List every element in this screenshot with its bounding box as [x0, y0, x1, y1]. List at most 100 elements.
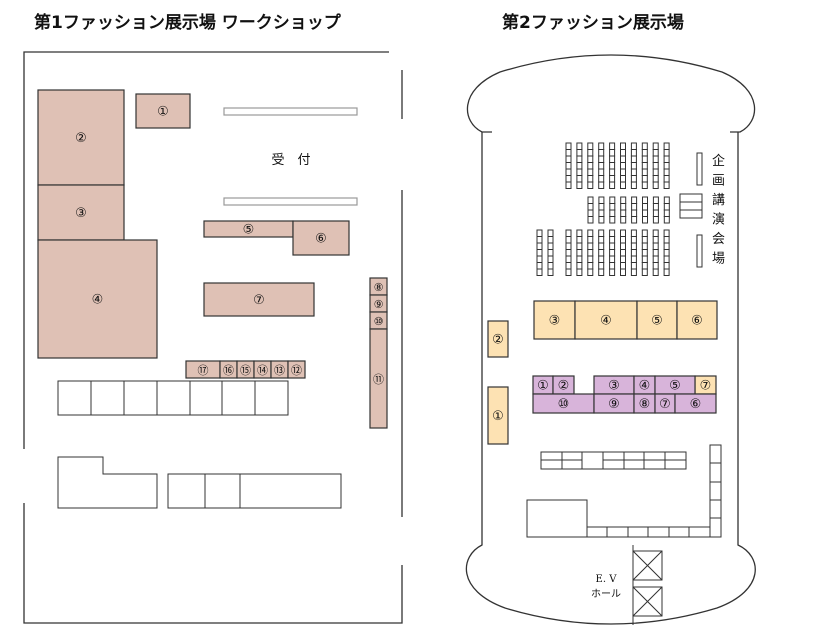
seat — [576, 242, 583, 250]
seat — [652, 203, 659, 211]
seat — [598, 255, 605, 263]
hall1-booth[interactable]: ④ — [37, 239, 158, 359]
seat — [641, 149, 648, 157]
hall2-orange-booth[interactable]: ⑦ — [694, 375, 717, 395]
hall2-purple-booth[interactable]: ⑥ — [674, 393, 717, 414]
ev-hall-label: ホール — [591, 588, 621, 600]
seat — [642, 203, 648, 211]
booth-number: ⑤ — [651, 314, 663, 329]
hall2-purple-booth[interactable]: ⑤ — [654, 375, 696, 395]
seat — [631, 216, 638, 224]
hall2-purple-booth[interactable]: ⑩ — [532, 393, 595, 414]
seat — [620, 262, 626, 270]
booth-number: ⑨ — [374, 298, 384, 311]
seat — [620, 249, 626, 257]
seat — [587, 236, 594, 244]
hall1-booth[interactable]: ⑰ — [185, 360, 221, 379]
booth-area — [574, 300, 638, 340]
hall2-purple-booth[interactable]: ④ — [633, 375, 656, 395]
seat — [587, 268, 594, 276]
seat — [576, 229, 583, 237]
hall1-booth[interactable]: ⑪ — [369, 328, 388, 429]
seat — [641, 262, 648, 270]
seat — [587, 149, 594, 157]
hall2-orange-booth[interactable]: ① — [487, 386, 509, 445]
hall1-booth[interactable]: ⑫ — [287, 360, 306, 379]
seat — [663, 196, 670, 204]
seat — [641, 229, 648, 237]
hall2-orange-booth[interactable]: ⑤ — [636, 300, 678, 340]
booth-number: ⑩ — [558, 397, 570, 412]
booth-area — [37, 89, 125, 186]
seat — [631, 196, 638, 204]
booth-number: ① — [157, 105, 169, 120]
seat — [620, 175, 626, 183]
hall1-booth[interactable]: ⑨ — [369, 294, 388, 313]
hall1-booth[interactable]: ⑦ — [203, 282, 315, 317]
hall2-orange-booth[interactable]: ② — [487, 320, 509, 358]
seat — [620, 255, 626, 263]
booth-area — [37, 239, 158, 359]
hall1-booth[interactable]: ⑬ — [270, 360, 289, 379]
hall1-booth[interactable]: ⑧ — [369, 277, 388, 296]
booth-area — [292, 220, 350, 256]
booth-number: ⑦ — [700, 379, 712, 394]
booth-number: ② — [558, 379, 570, 394]
seat — [663, 236, 670, 244]
hall1-booth[interactable]: ⑩ — [369, 311, 388, 330]
lecture-hall-label-char: 画 — [712, 174, 725, 189]
seat — [620, 268, 626, 276]
seat — [641, 155, 648, 163]
seat — [587, 242, 594, 250]
hall1-booth[interactable]: ⑭ — [253, 360, 272, 379]
hall1-booth[interactable]: ⑤ — [203, 220, 294, 238]
seat — [609, 168, 616, 176]
seat — [663, 262, 670, 270]
seat — [630, 236, 637, 244]
hall2-purple-booth[interactable]: ⑦ — [654, 393, 676, 414]
booth-number: ⑩ — [374, 315, 384, 328]
seat — [620, 155, 626, 163]
hall2-purple-booth[interactable]: ① — [532, 375, 554, 395]
seat — [598, 268, 605, 276]
seat — [576, 142, 583, 150]
seat — [642, 196, 648, 204]
seat — [652, 268, 659, 276]
hall2-orange-booth[interactable]: ③ — [533, 300, 576, 340]
hall2-purple-booth[interactable]: ③ — [593, 375, 635, 395]
seat — [620, 142, 626, 150]
hall1-booth[interactable]: ① — [135, 93, 191, 129]
seat — [576, 262, 583, 270]
hall1-booth[interactable]: ⑮ — [236, 360, 255, 379]
seat — [630, 262, 637, 270]
hall2-purple-booth[interactable]: ⑧ — [633, 393, 656, 414]
booth-number: ⑰ — [198, 364, 209, 377]
seat — [609, 155, 616, 163]
seat — [598, 236, 605, 244]
lecture-hall-label-char: 演 — [712, 212, 725, 228]
seat — [547, 249, 554, 257]
hall1-booth[interactable]: ③ — [37, 184, 125, 241]
seat — [598, 262, 605, 270]
seat — [536, 262, 543, 270]
hall1-booth[interactable]: ⑯ — [219, 360, 238, 379]
seat — [609, 236, 616, 244]
booth-number: ⑥ — [691, 314, 703, 329]
seat — [565, 242, 572, 250]
seat — [587, 168, 594, 176]
seat — [576, 155, 583, 163]
seat — [663, 209, 670, 217]
hall2-purple-booth[interactable]: ② — [552, 375, 575, 395]
seat — [663, 162, 670, 170]
seat — [598, 181, 605, 189]
seat — [652, 242, 659, 250]
seat — [609, 149, 616, 157]
hall1-booth[interactable]: ② — [37, 89, 125, 186]
seat — [565, 249, 572, 257]
hall2-orange-booth[interactable]: ⑥ — [676, 300, 718, 340]
hall2-purple-booth[interactable]: ⑨ — [593, 393, 635, 414]
hall2-orange-booth[interactable]: ④ — [574, 300, 638, 340]
hall1-booth[interactable]: ⑥ — [292, 220, 350, 256]
seat — [663, 155, 670, 163]
